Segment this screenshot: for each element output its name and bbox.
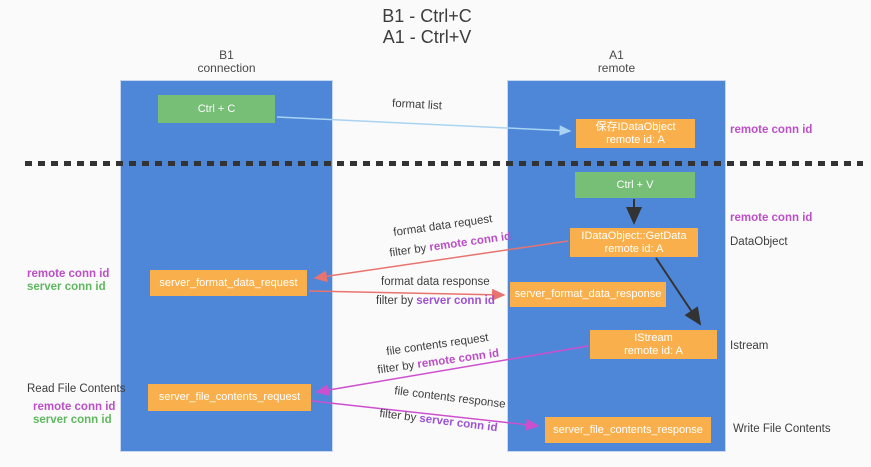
box-server-format-data-request-label: server_format_data_request — [159, 276, 298, 289]
box-server-format-data-response: server_format_data_response — [510, 282, 666, 307]
label-filter-server-1: filter by server conn id — [376, 295, 495, 307]
box-server-file-contents-request: server_file_contents_request — [148, 384, 311, 411]
right-remote-conn-id-mid: remote conn id — [730, 212, 813, 224]
write-file-contents-label: Write File Contents — [733, 423, 831, 435]
right-dataobject-label: DataObject — [730, 236, 788, 248]
filter-prefix: filter by — [388, 241, 431, 260]
right-remote-conn-id-top: remote conn id — [730, 124, 813, 136]
box-idataobject-getdata-line1: IDataObject::GetData — [581, 229, 687, 242]
box-server-file-contents-request-label: server_file_contents_request — [158, 391, 301, 403]
dashed-divider — [25, 161, 863, 166]
left-file-server-conn-id: server conn id — [33, 414, 112, 426]
lane-header-a1: A1 remote — [507, 49, 726, 75]
box-istream-line2: remote id: A — [624, 344, 683, 357]
box-save-idataobject: 保存IDataObject remote id: A — [576, 119, 695, 148]
box-ctrl-v-label: Ctrl + V — [616, 178, 654, 191]
lane-b1-name: B1 — [219, 48, 234, 62]
label-file-contents-response: file contents response — [393, 385, 507, 411]
left-file-conn-ids: remote conn id server conn id — [33, 401, 115, 427]
lane-a1-name: A1 — [609, 48, 624, 62]
left-server-conn-id: server conn id — [27, 281, 106, 293]
left-remote-conn-id: remote conn id — [27, 268, 110, 280]
lane-header-b1: B1 connection — [120, 49, 333, 75]
filter-server-conn-id: server conn id — [418, 412, 499, 435]
box-server-file-contents-response-label: server_file_contents_response — [553, 423, 703, 436]
filter-prefix: filter by — [376, 295, 417, 307]
right-istream-label: Istream — [730, 340, 769, 352]
diagram-title-line2: A1 - Ctrl+V — [382, 27, 472, 47]
label-format-list: format list — [391, 97, 443, 113]
filter-prefix: filter by — [378, 407, 421, 425]
filter-prefix: filter by — [376, 358, 419, 377]
filter-remote-conn-id: remote conn id — [428, 230, 512, 254]
box-ctrl-v: Ctrl + V — [575, 172, 695, 198]
box-ctrl-c: Ctrl + C — [158, 95, 275, 123]
filter-server-conn-id: server conn id — [416, 295, 495, 307]
label-filter-server-2: filter by server conn id — [379, 408, 498, 434]
lane-a1-role: remote — [597, 61, 636, 75]
box-idataobject-getdata: IDataObject::GetData remote id: A — [570, 228, 698, 257]
diagram-title-line1: B1 - Ctrl+C — [382, 6, 472, 26]
box-save-idataobject-line2: remote id: A — [606, 133, 665, 146]
left-file-remote-conn-id: remote conn id — [33, 401, 116, 413]
lane-b1-role: connection — [197, 61, 256, 75]
box-server-format-data-request: server_format_data_request — [150, 270, 307, 296]
box-save-idataobject-line1: 保存IDataObject — [595, 120, 676, 133]
box-istream: IStream remote id: A — [590, 330, 717, 359]
box-idataobject-getdata-line2: remote id: A — [604, 242, 664, 255]
label-format-data-response: format data response — [381, 276, 490, 288]
read-file-contents-label: Read File Contents — [27, 383, 126, 395]
box-ctrl-c-label: Ctrl + C — [197, 102, 236, 115]
diagram-title: B1 - Ctrl+C A1 - Ctrl+V — [0, 6, 854, 48]
box-server-format-data-response-label: server_format_data_response — [514, 288, 662, 300]
left-format-conn-ids: remote conn id server conn id — [27, 268, 109, 294]
box-istream-line1: IStream — [634, 331, 673, 344]
box-server-file-contents-response: server_file_contents_response — [545, 417, 711, 443]
